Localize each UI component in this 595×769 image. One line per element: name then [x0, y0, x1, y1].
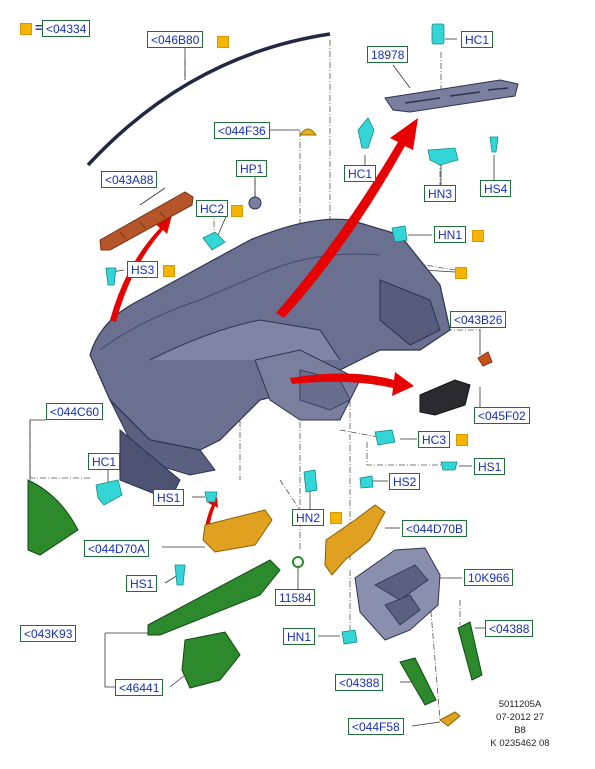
label-HN1-top[interactable]: HN1 — [434, 226, 467, 243]
label-HS1-right[interactable]: HS1 — [474, 458, 506, 475]
trim-04388-left — [399, 657, 437, 706]
label-044D70B[interactable]: <044D70B — [402, 520, 468, 537]
legend-equals: = — [35, 20, 43, 35]
marker-HN1-top — [472, 230, 484, 242]
label-HS1-mid[interactable]: HS1 — [153, 489, 185, 506]
duct-044D70A — [202, 509, 273, 553]
bracket-044D70B — [324, 504, 386, 576]
lower-panel-043K93 — [147, 559, 281, 636]
label-11584[interactable]: 11584 — [275, 589, 316, 606]
label-HS1-low[interactable]: HS1 — [126, 575, 158, 592]
label-HP1[interactable]: HP1 — [236, 160, 268, 177]
marker-part — [455, 267, 467, 279]
bracket-043B26 — [477, 351, 493, 367]
marker-legend — [20, 23, 32, 35]
label-043A88[interactable]: <043A88 — [101, 171, 158, 188]
grommet-11584 — [292, 556, 304, 568]
label-044C60[interactable]: <044C60 — [46, 403, 104, 420]
diagram-footer: 5011205A 07-2012 27 B8 K 0235462 08 — [470, 698, 570, 750]
label-18978[interactable]: 18978 — [367, 46, 409, 63]
label-043B26[interactable]: <043B26 — [450, 311, 507, 328]
label-10K966[interactable]: 10K966 — [464, 569, 514, 586]
cyan-fasteners — [95, 23, 499, 645]
label-043K93[interactable]: <043K93 — [20, 625, 77, 642]
label-HC1-left[interactable]: HC1 — [88, 453, 121, 470]
label-046B80[interactable]: <046B80 — [147, 31, 204, 48]
label-HC3[interactable]: HC3 — [418, 431, 451, 448]
label-HC1-mid[interactable]: HC1 — [344, 165, 377, 182]
marker-046B80 — [217, 36, 229, 48]
footer-line-2: 07-2012 27 — [495, 712, 545, 723]
marker-HC2 — [231, 205, 243, 217]
label-HS3[interactable]: HS3 — [127, 261, 159, 278]
label-HS2[interactable]: HS2 — [389, 473, 421, 490]
marker-HC3 — [456, 434, 468, 446]
label-044D70A[interactable]: <044D70A — [84, 540, 150, 557]
footer-line-3: B8 — [514, 725, 526, 736]
end-panel-044C60 — [27, 479, 79, 556]
windshield-moulding — [86, 32, 331, 167]
label-HS4[interactable]: HS4 — [480, 180, 512, 197]
footer-line-1: 5011205A — [498, 699, 542, 710]
bracket-045F02 — [419, 379, 471, 416]
label-044F36[interactable]: <044F36 — [214, 122, 270, 139]
label-04388-left[interactable]: <04388 — [335, 674, 384, 691]
label-46441[interactable]: <46441 — [115, 679, 164, 696]
red-arrows — [110, 118, 418, 528]
label-HN2[interactable]: HN2 — [292, 509, 325, 526]
marker-HS3 — [163, 265, 175, 277]
instrument-panel — [89, 218, 451, 501]
knee-bolster-46441 — [181, 631, 241, 689]
trim-04388-right — [457, 621, 483, 681]
footer-line-4: K 0235462 08 — [490, 738, 550, 749]
bracket-044F58 — [439, 711, 461, 727]
label-044F58[interactable]: <044F58 — [348, 718, 404, 735]
label-045F02[interactable]: <045F02 — [474, 407, 530, 424]
marker-HN2 — [330, 512, 342, 524]
label-HN3[interactable]: HN3 — [424, 185, 457, 202]
hp1-plug — [248, 196, 262, 210]
sensor-044F36 — [299, 128, 317, 136]
label-HC1-top[interactable]: HC1 — [461, 31, 494, 48]
legend-code: <04334 — [42, 20, 91, 37]
label-HN1-low[interactable]: HN1 — [283, 628, 316, 645]
label-HC2[interactable]: HC2 — [196, 200, 229, 217]
label-04388-right[interactable]: <04388 — [485, 620, 534, 637]
